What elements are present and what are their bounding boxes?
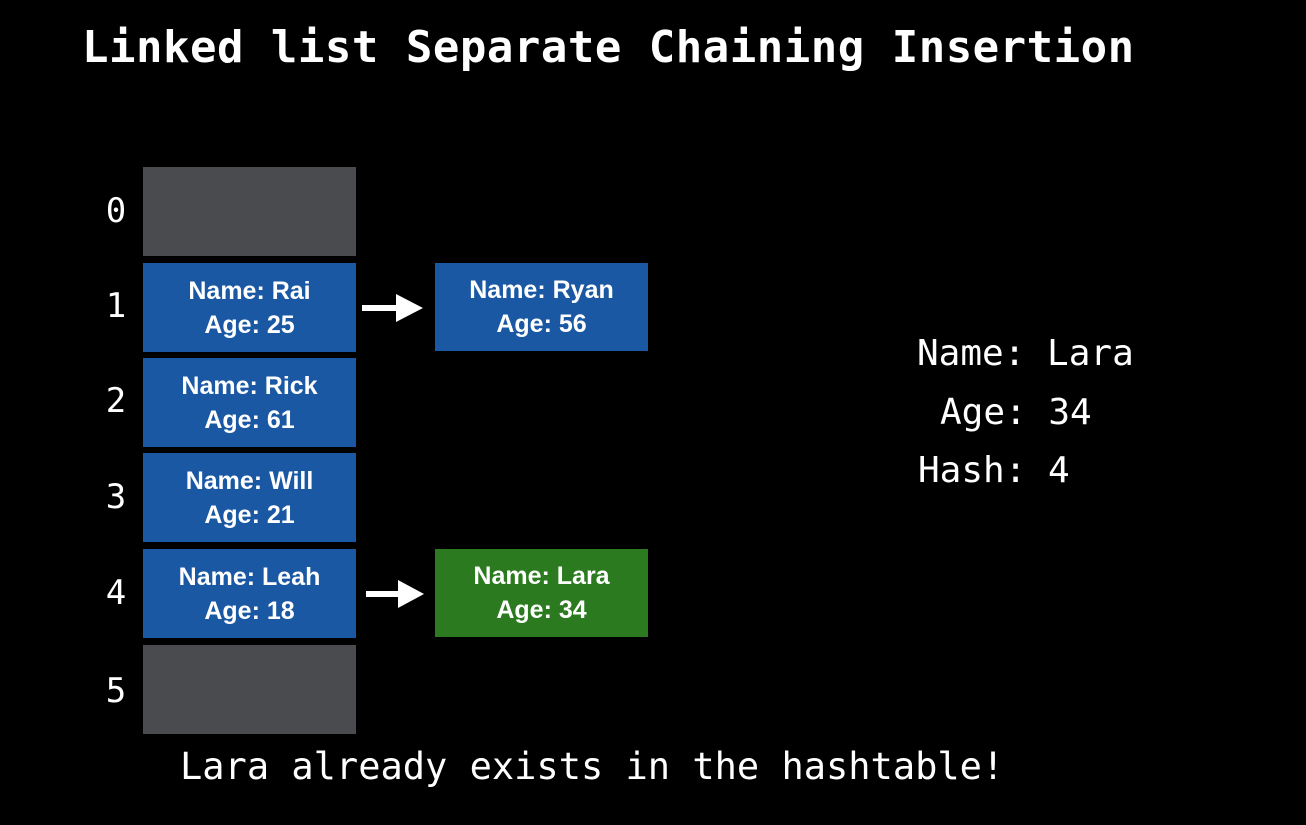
index-label-0: 0	[105, 191, 127, 231]
insert-age-text: Age: 34	[940, 392, 1092, 433]
node-age-text: Age: 34	[496, 596, 587, 624]
page-title: Linked list Separate Chaining Insertion	[82, 22, 1135, 73]
node-name-text: Name: Ryan	[469, 276, 614, 304]
insert-name-text: Name: Lara	[917, 333, 1134, 374]
right-arrow-icon	[362, 294, 423, 322]
table-slot-2: Name: Rick Age: 61	[143, 358, 356, 447]
table-slot-4: Name: Leah Age: 18	[143, 549, 356, 638]
index-label-1: 1	[105, 286, 127, 326]
right-arrow-icon	[366, 580, 424, 608]
index-label-4: 4	[105, 573, 127, 613]
index-label-2: 2	[105, 381, 127, 421]
insert-hash-text: Hash: 4	[918, 450, 1070, 491]
slot-name-text: Name: Rick	[181, 371, 318, 400]
table-slot-0	[143, 167, 356, 256]
node-age-text: Age: 56	[496, 310, 587, 338]
table-slot-5	[143, 645, 356, 734]
node-name-text: Name: Lara	[473, 562, 610, 590]
index-label-5: 5	[105, 671, 127, 711]
slot-name-text: Name: Will	[185, 466, 314, 495]
slot-age-text: Age: 21	[204, 500, 295, 529]
index-label-3: 3	[105, 477, 127, 517]
slot-age-text: Age: 18	[204, 596, 295, 625]
chain-node-lara-highlighted: Name: Lara Age: 34	[435, 549, 648, 637]
chain-node-ryan: Name: Ryan Age: 56	[435, 263, 648, 351]
slot-name-text: Name: Leah	[178, 562, 321, 591]
caption-text: Lara already exists in the hashtable!	[180, 745, 1005, 788]
table-slot-1: Name: Rai Age: 25	[143, 263, 356, 352]
slot-age-text: Age: 25	[204, 310, 295, 339]
table-slot-3: Name: Will Age: 21	[143, 453, 356, 542]
slot-name-text: Name: Rai	[188, 276, 311, 305]
slot-age-text: Age: 61	[204, 405, 295, 434]
